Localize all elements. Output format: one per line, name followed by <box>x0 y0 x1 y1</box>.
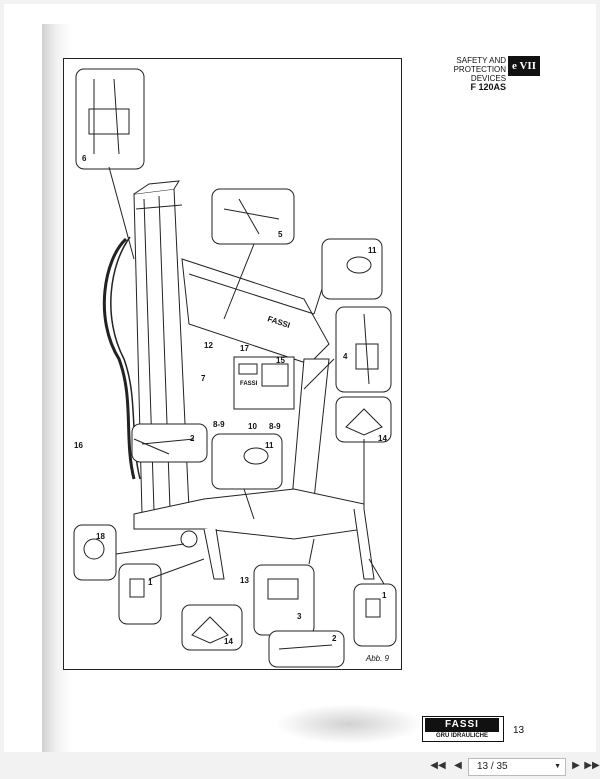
detail-box-5 <box>211 188 295 245</box>
document-page: SAFETY AND PROTECTION DEVICES F 120AS e … <box>4 4 596 752</box>
detail-box-2b <box>268 630 345 668</box>
first-page-icon[interactable]: ◀◀ <box>430 760 446 771</box>
logo-tagline: GRU IDRAULICHE <box>436 733 488 739</box>
callout-2-top: 2 <box>190 434 195 443</box>
extension-boom <box>291 358 330 500</box>
section-title-line-2: PROTECTION <box>453 65 507 74</box>
crane-diagram-frame: 6 5 11 12 17 15 7 4 8-9 10 8-9 2 11 14 1… <box>63 58 402 670</box>
callout-15: 15 <box>276 356 285 365</box>
outrigger-left <box>203 528 225 580</box>
callout-18: 18 <box>96 532 105 541</box>
panel-brand-label: FASSI <box>240 381 258 387</box>
callout-4: 4 <box>343 352 348 361</box>
next-page-icon[interactable]: ▶ <box>572 760 580 771</box>
hook <box>180 530 198 548</box>
printed-page-number: 13 <box>513 725 525 736</box>
scan-smudge <box>274 704 424 744</box>
callout-8-9-right: 8-9 <box>269 422 281 431</box>
callout-5: 5 <box>278 230 283 239</box>
callout-8-9-left: 8-9 <box>213 420 225 429</box>
callout-10: 10 <box>248 422 257 431</box>
callout-1-right: 1 <box>382 591 387 600</box>
figure-caption: Abb. 9 <box>365 654 389 663</box>
page-display: 13 / 35 <box>477 761 508 772</box>
main-boom <box>181 258 330 365</box>
detail-box-11a <box>321 238 383 300</box>
callout-12: 12 <box>204 341 213 350</box>
fassi-logo: FASSI GRU IDRAULICHE <box>422 716 504 742</box>
detail-box-1a <box>118 563 162 625</box>
detail-box-18 <box>73 524 117 581</box>
callout-6: 6 <box>82 154 87 163</box>
detail-box-4 <box>335 306 392 393</box>
callout-14-bottom: 14 <box>224 637 233 646</box>
callout-14-right: 14 <box>378 434 387 443</box>
callout-17: 17 <box>240 344 249 353</box>
section-header: SAFETY AND PROTECTION DEVICES F 120AS e … <box>454 56 540 92</box>
callout-13: 13 <box>240 576 249 585</box>
callout-1-left: 1 <box>148 578 153 587</box>
last-page-icon[interactable]: ▶▶ <box>584 760 600 771</box>
column-top <box>133 180 180 195</box>
callout-7: 7 <box>201 374 206 383</box>
section-title: SAFETY AND PROTECTION DEVICES F 120AS <box>454 56 506 92</box>
hydraulic-hoses <box>102 237 136 480</box>
callout-11-top: 11 <box>368 246 377 255</box>
callout-16: 16 <box>74 441 83 450</box>
outrigger-right <box>353 508 375 580</box>
detail-box-2a <box>131 423 208 463</box>
crane-column <box>133 188 190 515</box>
callout-3: 3 <box>297 612 302 621</box>
section-badge: e VII <box>508 56 540 76</box>
chevron-down-icon[interactable]: ▼ <box>554 763 561 770</box>
section-title-line-1: SAFETY AND <box>456 56 507 65</box>
previous-page-icon[interactable]: ◀ <box>454 760 462 771</box>
crane-safety-diagram: 6 5 11 12 17 15 7 4 8-9 10 8-9 2 11 14 1… <box>73 68 397 668</box>
detail-box-14b <box>181 604 243 651</box>
callout-11-middle: 11 <box>265 441 274 450</box>
model-label: F 120AS <box>470 82 507 92</box>
page-number-input[interactable]: 13 / 35 ▼ <box>468 758 566 776</box>
control-panel <box>233 356 295 410</box>
section-title-line-3: DEVICES <box>470 74 507 83</box>
detail-box-1b <box>353 583 397 647</box>
page-navigation-bar: ◀◀ ◀ 13 / 35 ▼ ▶ ▶▶ <box>0 752 600 779</box>
detail-box-3 <box>253 564 315 636</box>
callout-2-bottom: 2 <box>332 634 337 643</box>
logo-wordmark: FASSI <box>425 718 499 732</box>
